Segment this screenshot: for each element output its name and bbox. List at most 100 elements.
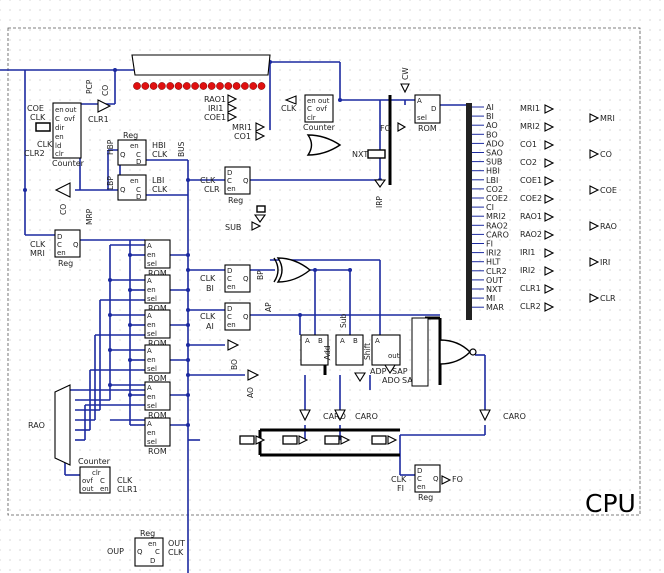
mrp-label: MRP (85, 208, 94, 225)
svg-text:ovf: ovf (82, 477, 93, 485)
svg-text:IRI2: IRI2 (520, 266, 535, 275)
svg-text:C: C (155, 548, 160, 556)
cpu-title: CPU (585, 489, 636, 518)
svg-text:CARO: CARO (503, 412, 526, 421)
svg-text:MRI1: MRI1 (520, 104, 540, 113)
zero-detect (411, 317, 477, 387)
led-indicator (207, 82, 216, 90)
svg-text:en: en (130, 142, 139, 150)
coe-buffer (54, 182, 71, 198)
svg-text:B: B (353, 337, 358, 345)
svg-text:CLR2: CLR2 (24, 149, 45, 158)
svg-text:IRI1: IRI1 (208, 104, 223, 113)
co-buffer (97, 99, 112, 113)
control-signal-label: CI (486, 203, 494, 212)
svg-text:CO: CO (59, 204, 68, 215)
svg-text:ROM: ROM (148, 374, 167, 383)
svg-text:Counter: Counter (78, 457, 111, 466)
svg-text:ovf: ovf (64, 115, 75, 123)
svg-text:Q: Q (243, 275, 249, 283)
svg-text:D: D (431, 105, 436, 113)
svg-text:ROM: ROM (418, 124, 437, 133)
flag-probes (239, 435, 398, 445)
svg-text:CLK: CLK (200, 274, 216, 283)
svg-text:CLR1: CLR1 (520, 284, 541, 293)
svg-text:CO1: CO1 (234, 132, 251, 141)
svg-text:Reg: Reg (58, 259, 73, 268)
control-decoder: AIBIAOBOADOSAOSUBHBILBICO2COE2CIMRI2RAO2… (466, 103, 509, 320)
carry-outputs: CARO CARO CARO (299, 409, 526, 422)
svg-text:ROM: ROM (148, 411, 167, 420)
control-signal-label: LBI (486, 176, 498, 185)
program-counter: en out C ovf dir en ld clr Counter COE C… (24, 102, 85, 168)
led-indicator (174, 82, 183, 90)
nxt-label: NXT (352, 150, 368, 159)
svg-text:A: A (417, 97, 422, 105)
ir-register: D C en Q Reg CLK CLR (200, 166, 251, 205)
flags-register: D C en Q Reg CLK FI FO (391, 464, 463, 502)
ap-label: AP (264, 302, 273, 312)
svg-text:en: en (147, 393, 156, 401)
control-signal-label: CO2 (486, 185, 503, 194)
fo-output-label: FO (452, 475, 463, 484)
sub-input: SUB (225, 205, 267, 232)
svg-text:A: A (147, 312, 152, 320)
svg-text:C: C (227, 177, 232, 185)
svg-text:C: C (136, 151, 141, 159)
oup-label: OUP (107, 547, 124, 556)
svg-text:clr: clr (55, 150, 64, 158)
fo-label: FO (380, 124, 391, 133)
control-signal-label: HLT (486, 258, 500, 267)
svg-text:IRI1: IRI1 (520, 248, 535, 257)
svg-text:ROM: ROM (148, 339, 167, 348)
svg-text:COE1: COE1 (204, 113, 226, 122)
svg-text:CLK: CLK (200, 176, 216, 185)
lbp-label: LBP (106, 176, 115, 190)
led-indicator (191, 82, 199, 90)
control-signal-label: AO (486, 121, 498, 130)
svg-text:RAO2: RAO2 (520, 230, 542, 239)
svg-text:clr: clr (92, 469, 101, 477)
svg-text:CLR1: CLR1 (117, 485, 138, 494)
mar-register: D C en Q Reg CLK MRI (30, 229, 81, 268)
hbp-label: HBP (106, 139, 115, 155)
led-indicator (232, 82, 241, 90)
svg-text:dir: dir (55, 124, 64, 132)
svg-text:D: D (57, 233, 62, 241)
nxt-probe (367, 149, 386, 159)
svg-text:CLK: CLK (117, 476, 133, 485)
pcp-label: PCP (85, 79, 94, 94)
svg-text:out: out (318, 97, 330, 105)
adp-label: ADP (370, 367, 387, 376)
led-indicator (224, 82, 233, 90)
svg-text:Shift: Shift (363, 343, 372, 360)
led-indicator (249, 82, 258, 90)
svg-text:C: C (227, 313, 232, 321)
svg-text:clr: clr (307, 114, 316, 122)
bus-label: BUS (177, 141, 186, 157)
svg-text:ROM: ROM (148, 304, 167, 313)
sub-label: SUB (225, 223, 241, 232)
svg-text:D: D (227, 267, 232, 275)
micro-counter: en out C ovf clr Counter CLK (281, 94, 336, 132)
svg-text:HBI: HBI (152, 141, 166, 150)
control-signal-label: SAO (486, 149, 503, 158)
out-register: Reg en Q C D OUT CLK OUP (107, 529, 185, 567)
control-signal-label: OUT (486, 276, 503, 285)
svg-text:Add: Add (323, 345, 332, 360)
led-indicator (133, 82, 141, 90)
svg-text:sel: sel (147, 295, 157, 303)
wires (0, 61, 486, 573)
svg-text:Reg: Reg (140, 529, 155, 538)
led-indicator (166, 82, 175, 90)
svg-text:COE1: COE1 (520, 176, 542, 185)
probe (371, 435, 387, 445)
co-label: CO (101, 85, 110, 96)
ao-label: AO (246, 387, 255, 398)
svg-text:A: A (340, 337, 345, 345)
svg-text:CLR: CLR (600, 294, 616, 303)
svg-text:B: B (318, 337, 323, 345)
